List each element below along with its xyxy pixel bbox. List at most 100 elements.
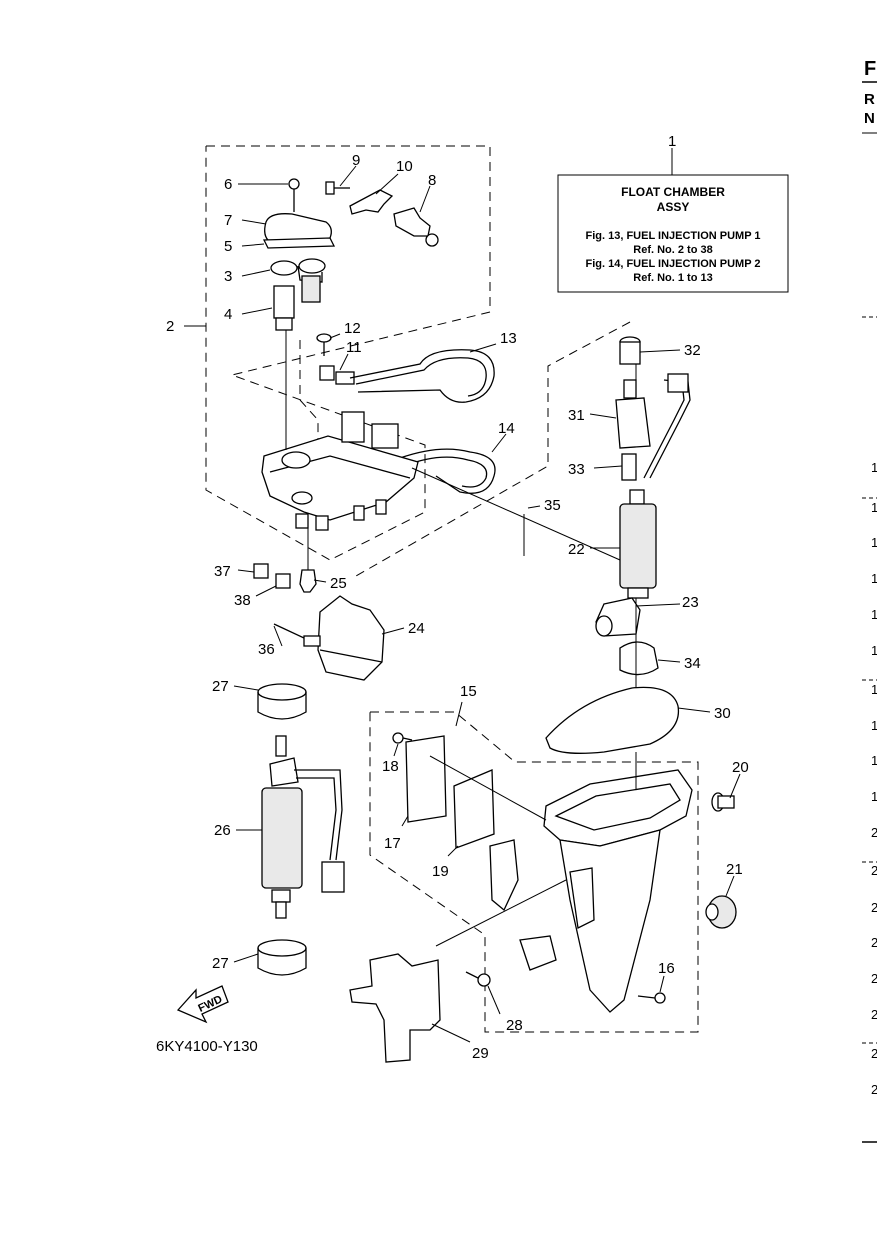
part-3-clip [270,258,326,303]
part-28-bolt [465,971,491,987]
callout-30: 30 [714,705,731,722]
callout-19: 19 [432,863,449,880]
callout-3: 3 [224,268,232,285]
callout-26: 26 [214,822,231,839]
callout-16: 16 [658,960,675,977]
callout-38: 38 [234,592,251,609]
part-15-float-chamber [489,769,693,1013]
part-5-gasket [262,237,336,249]
part-30-gasket [545,686,680,754]
outline-assy-15 [369,711,699,1033]
part-13-hose-inner [355,357,487,397]
part-23-connector [595,597,641,637]
part-38-nut [275,573,291,589]
callout-4: 4 [224,306,232,323]
callout-35: 35 [544,497,561,514]
title-box-note2: Ref. No. 2 to 38 [633,244,713,256]
outline-sub-11 [299,340,319,440]
part-34-bracket [619,641,659,676]
part-7-cover [264,213,332,245]
part-27-ring-bottom [257,939,307,976]
callout-28: 28 [506,1017,523,1034]
callout-14: 14 [498,420,515,437]
callout-34: 34 [684,655,701,672]
leader-lines [184,148,741,1043]
callout-37: 37 [214,563,231,580]
callout-12: 12 [344,320,361,337]
part-29-bracket [349,953,441,1063]
part-37-nut [253,563,269,579]
part-16-screw [637,992,666,1004]
callout-18: 18 [382,758,399,775]
edge-digit: 1 [871,571,877,586]
title-box-line1: FLOAT CHAMBER [621,185,725,199]
callout-32: 32 [684,342,701,359]
edge-digit: 2 [871,935,877,950]
edge-digit: 2 [871,825,877,840]
part-21-grommet [705,895,737,929]
title-box-note3: Fig. 14, FUEL INJECTION PUMP 2 [585,258,761,270]
part-31-sender [615,373,691,479]
part-25-filter [299,569,317,593]
callout-21: 21 [726,861,743,878]
edge-digit: 1 [871,500,877,515]
part-14-hose [399,448,496,494]
part-18-screw [392,732,413,744]
callout-24: 24 [408,620,425,637]
callout-1: 1 [668,133,676,150]
callout-27-top: 27 [212,678,229,695]
edge-letter-n: N [864,110,875,127]
edge-digit: 1 [871,535,877,550]
edge-digit: 1 [871,460,877,475]
part-11-fitting [319,365,355,385]
edge-digit: 2 [871,1046,877,1061]
title-box [557,174,789,293]
edge-digit: 1 [871,682,877,697]
callout-6: 6 [224,176,232,193]
outline-r-32 [355,321,631,577]
callout-13: 13 [500,330,517,347]
callout-33: 33 [568,461,585,478]
outline-assy-2 [205,145,491,561]
edge-letter-r: R [864,91,875,108]
part-10-bracket [349,189,394,215]
edge-digit: 2 [871,900,877,915]
callout-10: 10 [396,158,413,175]
callout-27-bottom: 27 [212,955,229,972]
callout-11: 11 [346,339,362,356]
part-24-cover [317,595,385,681]
callout-22: 22 [568,541,585,558]
title-box-note4: Ref. No. 1 to 13 [633,272,713,284]
callout-17: 17 [384,835,401,852]
callout-9: 9 [352,152,360,169]
edge-digit: 1 [871,718,877,733]
title-box-line2: ASSY [656,200,690,214]
part-22-pump [619,489,657,599]
part-32-cap [619,336,641,365]
callout-2: 2 [166,318,174,335]
edge-letter-f: F [864,58,877,80]
edge-digit: 2 [871,1082,877,1097]
part-13-hose [349,349,495,403]
edge-digit: 2 [871,863,877,878]
callout-5: 5 [224,238,232,255]
callout-7: 7 [224,212,232,229]
callout-29: 29 [472,1045,489,1062]
callout-31: 31 [568,407,585,424]
part-2-pump-housing [261,411,419,531]
part-36-pin [273,623,321,647]
part-4-sleeve [273,285,295,331]
part-12-bolt [316,333,332,356]
part-9-screw [325,181,350,195]
part-20-bolt [711,792,735,812]
edge-digit: 1 [871,753,877,768]
part-8-valve [393,207,439,247]
callout-8: 8 [428,172,436,189]
edge-digit: 1 [871,607,877,622]
edge-digit: 1 [871,643,877,658]
part-6-screw [288,178,300,212]
right-edge-rules [862,81,877,1143]
part-14-hose-inner [403,456,488,488]
edge-digit: 1 [871,789,877,804]
